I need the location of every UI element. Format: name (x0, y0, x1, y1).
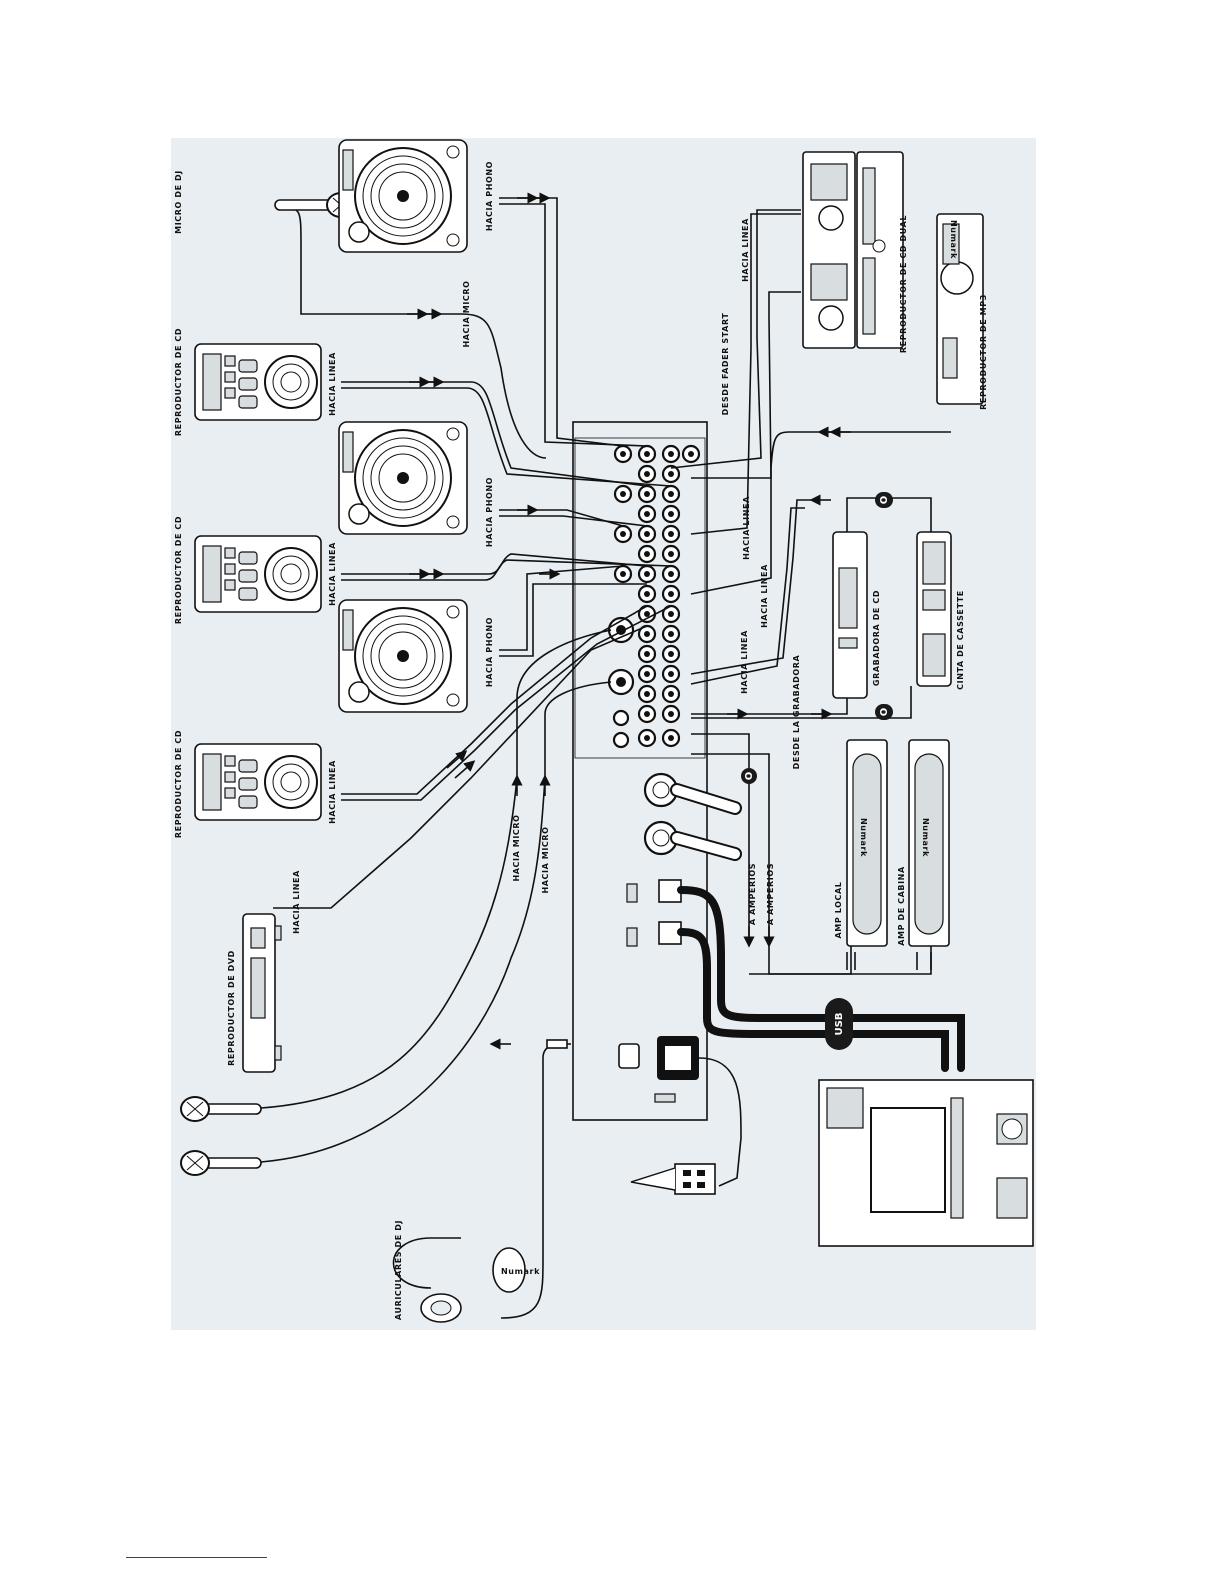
label-cinta-cassette: CINTA DE CASSETTE (956, 590, 965, 690)
o-pill-1: O (875, 492, 893, 508)
label-grabadora-cd: GRABADORA DE CD (872, 590, 881, 686)
label-hacia-linea-dual: HACIA LINEA (741, 218, 750, 282)
o-pill-3: O (741, 768, 757, 784)
power-switch (618, 1043, 640, 1069)
label-hacia-micro-top: HACIA MICRO (462, 280, 471, 347)
dual-cd-player (802, 151, 904, 349)
label-hacia-linea-rec-1: HACIA LINEA (760, 564, 769, 628)
power-outlet (630, 1163, 716, 1195)
cables (260, 192, 965, 1319)
label-hacia-phono-2: HACIA PHONO (485, 477, 494, 547)
label-hacia-linea-cd3: HACIA LINEA (328, 760, 337, 824)
turntable-2 (338, 421, 468, 535)
label-hacia-micro-2: HACIA MICRO (541, 826, 550, 893)
amp-local: Numark (846, 739, 888, 970)
svg-text:O: O (879, 496, 890, 505)
label-reproductor-cd-3: REPRODUCTOR DE CD (174, 730, 183, 838)
label-amp-cabina: AMP DE CABINA (897, 866, 906, 946)
label-hacia-linea-cd1: HACIA LINEA (328, 352, 337, 416)
label-reproductor-cd-dual: REPRODUCTOR DE CD DUAL (899, 215, 908, 353)
label-desde-la-grabadora: DESDE LA GRABADORA (792, 654, 801, 769)
label-hacia-phono-3: HACIA PHONO (485, 617, 494, 687)
phones-jack (612, 709, 630, 727)
svg-text:O: O (744, 772, 755, 781)
computer (818, 1079, 1034, 1247)
label-reproductor-dvd: REPRODUCTOR DE DVD (227, 950, 236, 1066)
label-hacia-phono-1: HACIA PHONO (485, 161, 494, 231)
usb-pill: USB (825, 998, 853, 1050)
label-amp-local: AMP LOCAL (834, 882, 843, 939)
turntable-1 (338, 139, 468, 253)
cd-player-3 (194, 743, 322, 821)
label-a-amperios-2: A AMPERIOS (766, 863, 775, 925)
label-reproductor-cd-1: REPRODUCTOR DE CD (174, 328, 183, 436)
label-hacia-linea-rec-2: HACIA LINEA (740, 630, 749, 694)
cassette-deck (916, 531, 952, 687)
svg-text:O: O (879, 708, 890, 717)
o-pill-2: O (875, 704, 893, 720)
usb-label: USB (834, 1013, 845, 1036)
label-hacia-linea-mp3: HACIA LINEA (742, 496, 751, 560)
amp-cabina: Numark (908, 739, 950, 970)
footnote-rule (126, 1557, 267, 1558)
label-reproductor-mp3: REPRODUCTOR DE MP3 (979, 294, 988, 410)
label-micro-dj: MICRO DE DJ (174, 170, 183, 234)
headphones-brand: Numark (501, 1267, 540, 1276)
turntable-3 (338, 599, 468, 713)
label-hacia-linea-dvd: HACIA LINEA (292, 870, 301, 934)
mp3-player: Numark (936, 213, 984, 405)
dvd-player (242, 913, 282, 1073)
label-reproductor-cd-2: REPRODUCTOR DE CD (174, 516, 183, 624)
label-auriculares-dj: AURICULARES DE DJ (394, 1220, 403, 1320)
cd-player-1 (194, 343, 322, 421)
label-hacia-linea-cd2: HACIA LINEA (328, 542, 337, 606)
mp3-brand: Numark (949, 220, 958, 259)
label-a-amperios-1: A AMPERIOS (748, 863, 757, 925)
label-desde-fader-start: DESDE FADER START (721, 313, 730, 416)
amp-local-brand: Numark (859, 818, 868, 857)
connection-diagram: Numark Numark (171, 138, 1036, 1330)
cd-player-2 (194, 535, 322, 613)
headphones: Numark (392, 1237, 540, 1323)
label-hacia-micro-1: HACIA MICRO (512, 814, 521, 881)
amp-cabina-brand: Numark (921, 818, 930, 857)
mixer-rear-panel (572, 421, 708, 1121)
cd-recorder (832, 531, 868, 699)
labels: MICRO DE DJ HACIA PHONO HACIA MICRO REPR… (174, 161, 988, 1320)
